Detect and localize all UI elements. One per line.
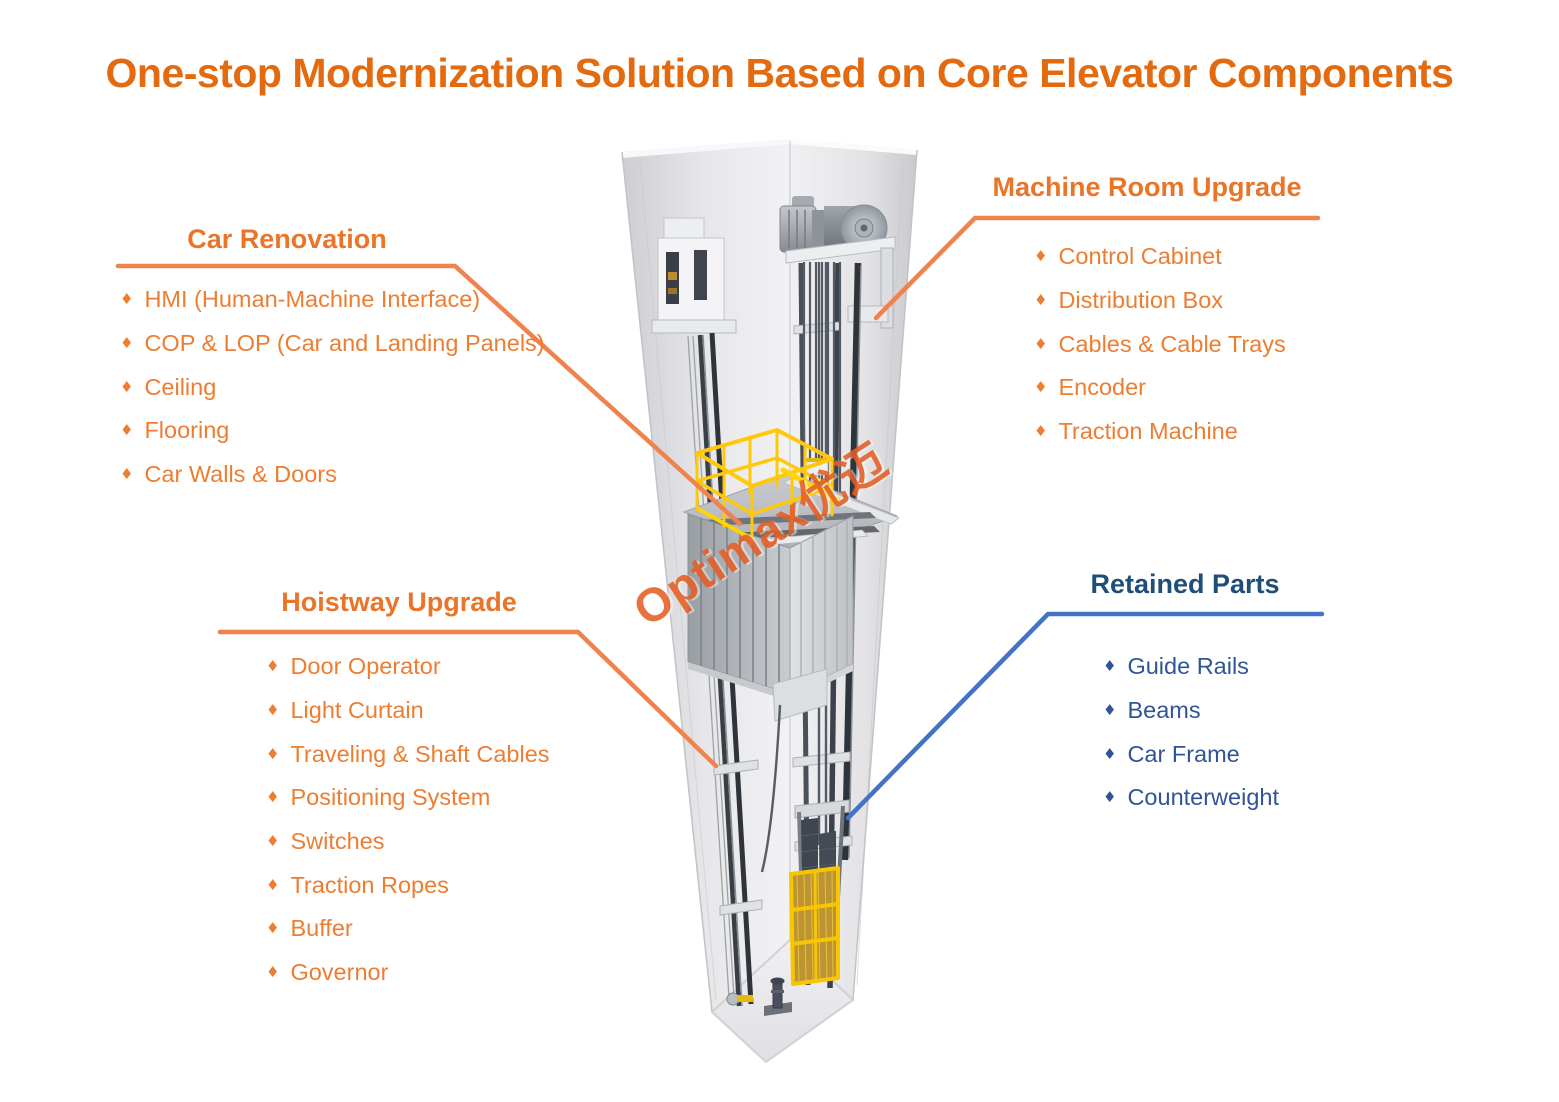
elevator-car (682, 458, 900, 873)
diamond-bullet-icon: ♦ (266, 919, 280, 938)
list-item-label: Traction Ropes (290, 871, 449, 898)
diamond-bullet-icon: ♦ (266, 963, 280, 982)
list-item: ♦ HMI (Human-Machine Interface) (120, 278, 545, 322)
list-item: ♦ Traveling & Shaft Cables (266, 732, 550, 776)
list-item: ♦ Cables & Cable Trays (1034, 322, 1286, 366)
list-item-label: Encoder (1058, 374, 1146, 401)
list-item-label: Ceiling (144, 373, 217, 400)
page-title: One-stop Modernization Solution Based on… (105, 50, 1454, 96)
diamond-bullet-icon: ♦ (120, 290, 134, 309)
diamond-bullet-icon: ♦ (266, 744, 280, 763)
diamond-bullet-icon: ♦ (1034, 334, 1048, 353)
list-item-label: Buffer (290, 915, 353, 942)
diamond-bullet-icon: ♦ (1103, 788, 1117, 807)
list-item-label: Distribution Box (1058, 287, 1224, 314)
diamond-bullet-icon: ♦ (266, 788, 280, 807)
diamond-bullet-icon: ♦ (1034, 291, 1048, 310)
list-item-label: Control Cabinet (1058, 243, 1222, 270)
list-item: ♦ Guide Rails (1103, 645, 1279, 689)
list-item: ♦ Control Cabinet (1034, 235, 1286, 279)
list-item: ♦ COP & LOP (Car and Landing Panels) (120, 322, 545, 366)
diamond-bullet-icon: ♦ (266, 657, 280, 676)
list-item-label: Governor (290, 959, 389, 986)
diamond-bullet-icon: ♦ (1034, 247, 1048, 266)
list-item-label: Switches (290, 828, 385, 855)
car-apron (772, 668, 828, 722)
car-renovation-list: ♦ HMI (Human-Machine Interface) ♦ COP & LO… (120, 278, 545, 496)
list-item: ♦ Light Curtain (266, 689, 550, 733)
diamond-bullet-icon: ♦ (1034, 378, 1048, 397)
car-left-panel-ribs (700, 518, 780, 690)
diamond-bullet-icon: ♦ (1103, 744, 1117, 763)
diamond-bullet-icon: ♦ (266, 832, 280, 851)
list-item-label: Light Curtain (290, 697, 424, 724)
diamond-bullet-icon: ♦ (1034, 422, 1048, 441)
diamond-bullet-icon: ♦ (120, 377, 134, 396)
list-item: ♦ Ceiling (120, 365, 545, 409)
connector-hoistway-upgrade (217, 629, 719, 769)
list-item-label: Positioning System (290, 784, 491, 811)
list-item-label: Car Walls & Doors (144, 461, 337, 488)
list-item-label: Counterweight (1127, 784, 1279, 811)
list-item-label: Traveling & Shaft Cables (290, 740, 550, 767)
diamond-bullet-icon: ♦ (120, 334, 134, 353)
list-item: ♦ Traction Ropes (266, 863, 550, 907)
list-item: ♦ Switches (266, 820, 550, 864)
list-item-label: Traction Machine (1058, 418, 1238, 445)
counterweight-guard (789, 866, 840, 986)
list-item-label: Cables & Cable Trays (1058, 330, 1286, 357)
connector-retained-parts (845, 611, 1325, 821)
list-item: ♦ Car Walls & Doors (120, 453, 545, 497)
list-item: ♦ Traction Machine (1034, 410, 1286, 454)
list-item: ♦ Buffer (266, 907, 550, 951)
car-right-panel-grooves (800, 519, 848, 689)
diamond-bullet-icon: ♦ (1103, 657, 1117, 676)
diamond-bullet-icon: ♦ (1103, 701, 1117, 720)
list-item-label: COP & LOP (Car and Landing Panels) (144, 330, 545, 357)
list-item: ♦ Governor (266, 951, 550, 995)
section-heading-hoistway-upgrade: Hoistway Upgrade (281, 587, 517, 617)
list-item: ♦ Car Frame (1103, 732, 1279, 776)
list-item: ♦ Door Operator (266, 645, 550, 689)
list-item-label: Guide Rails (1127, 653, 1249, 680)
list-item-label: Car Frame (1127, 740, 1240, 767)
section-heading-retained-parts: Retained Parts (1090, 569, 1280, 599)
diamond-bullet-icon: ♦ (266, 875, 280, 894)
list-item: ♦ Flooring (120, 409, 545, 453)
list-item-label: Beams (1127, 697, 1201, 724)
car-top-safety-railing (695, 428, 841, 544)
governor-device (651, 217, 737, 334)
list-item: ♦ Positioning System (266, 776, 550, 820)
diamond-bullet-icon: ♦ (120, 421, 134, 440)
diamond-bullet-icon: ♦ (120, 465, 134, 484)
machine-room-upgrade-list: ♦ Control Cabinet ♦ Distribution Box ♦ Cabl… (1034, 235, 1286, 453)
list-item-label: HMI (Human-Machine Interface) (144, 286, 481, 313)
list-item-label: Door Operator (290, 653, 441, 680)
list-item: ♦ Beams (1103, 689, 1279, 733)
section-heading-car-renovation: Car Renovation (187, 224, 387, 254)
hoistway-upgrade-list: ♦ Door Operator ♦ Light Curtain ♦ Traveling… (266, 645, 550, 995)
list-item-label: Flooring (144, 417, 230, 444)
pit-buffer (764, 977, 792, 1016)
list-item: ♦ Counterweight (1103, 776, 1279, 820)
section-heading-machine-room-upgrade: Machine Room Upgrade (992, 172, 1302, 202)
retained-parts-list: ♦ Guide Rails ♦ Beams ♦ Car Frame ♦ Counterw… (1103, 645, 1279, 820)
traveling-cable (760, 704, 782, 873)
diamond-bullet-icon: ♦ (266, 701, 280, 720)
connector-car-renovation (115, 263, 743, 527)
list-item: ♦ Distribution Box (1034, 279, 1286, 323)
connector-machine-room-upgrade (873, 215, 1321, 321)
list-item: ♦ Encoder (1034, 366, 1286, 410)
